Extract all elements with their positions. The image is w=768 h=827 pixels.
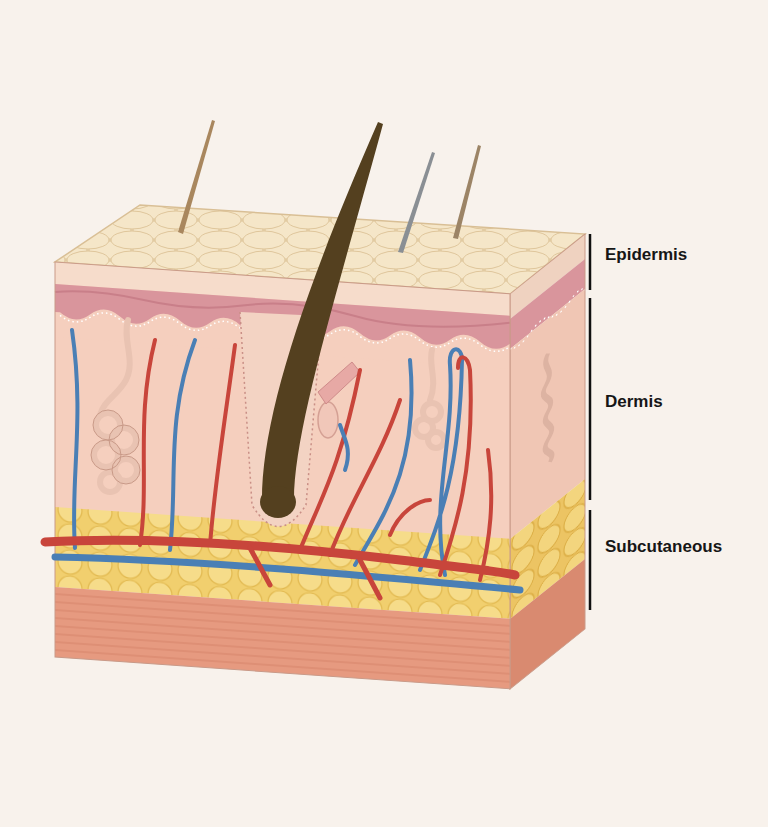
side-face [510,234,585,689]
sebaceous-gland [318,402,338,438]
hair-bulb [260,486,296,518]
artery-branch [250,548,380,598]
hair [453,145,481,239]
layer-label: Subcutaneous [605,537,722,557]
layer-label: Epidermis [605,245,687,265]
sweat-gland-outline [91,410,140,484]
hair [398,152,435,253]
artery [45,540,515,575]
layer-bracket [589,234,592,610]
layer-label: Dermis [605,392,663,412]
hair-shaft [262,122,383,500]
hair [178,120,215,234]
